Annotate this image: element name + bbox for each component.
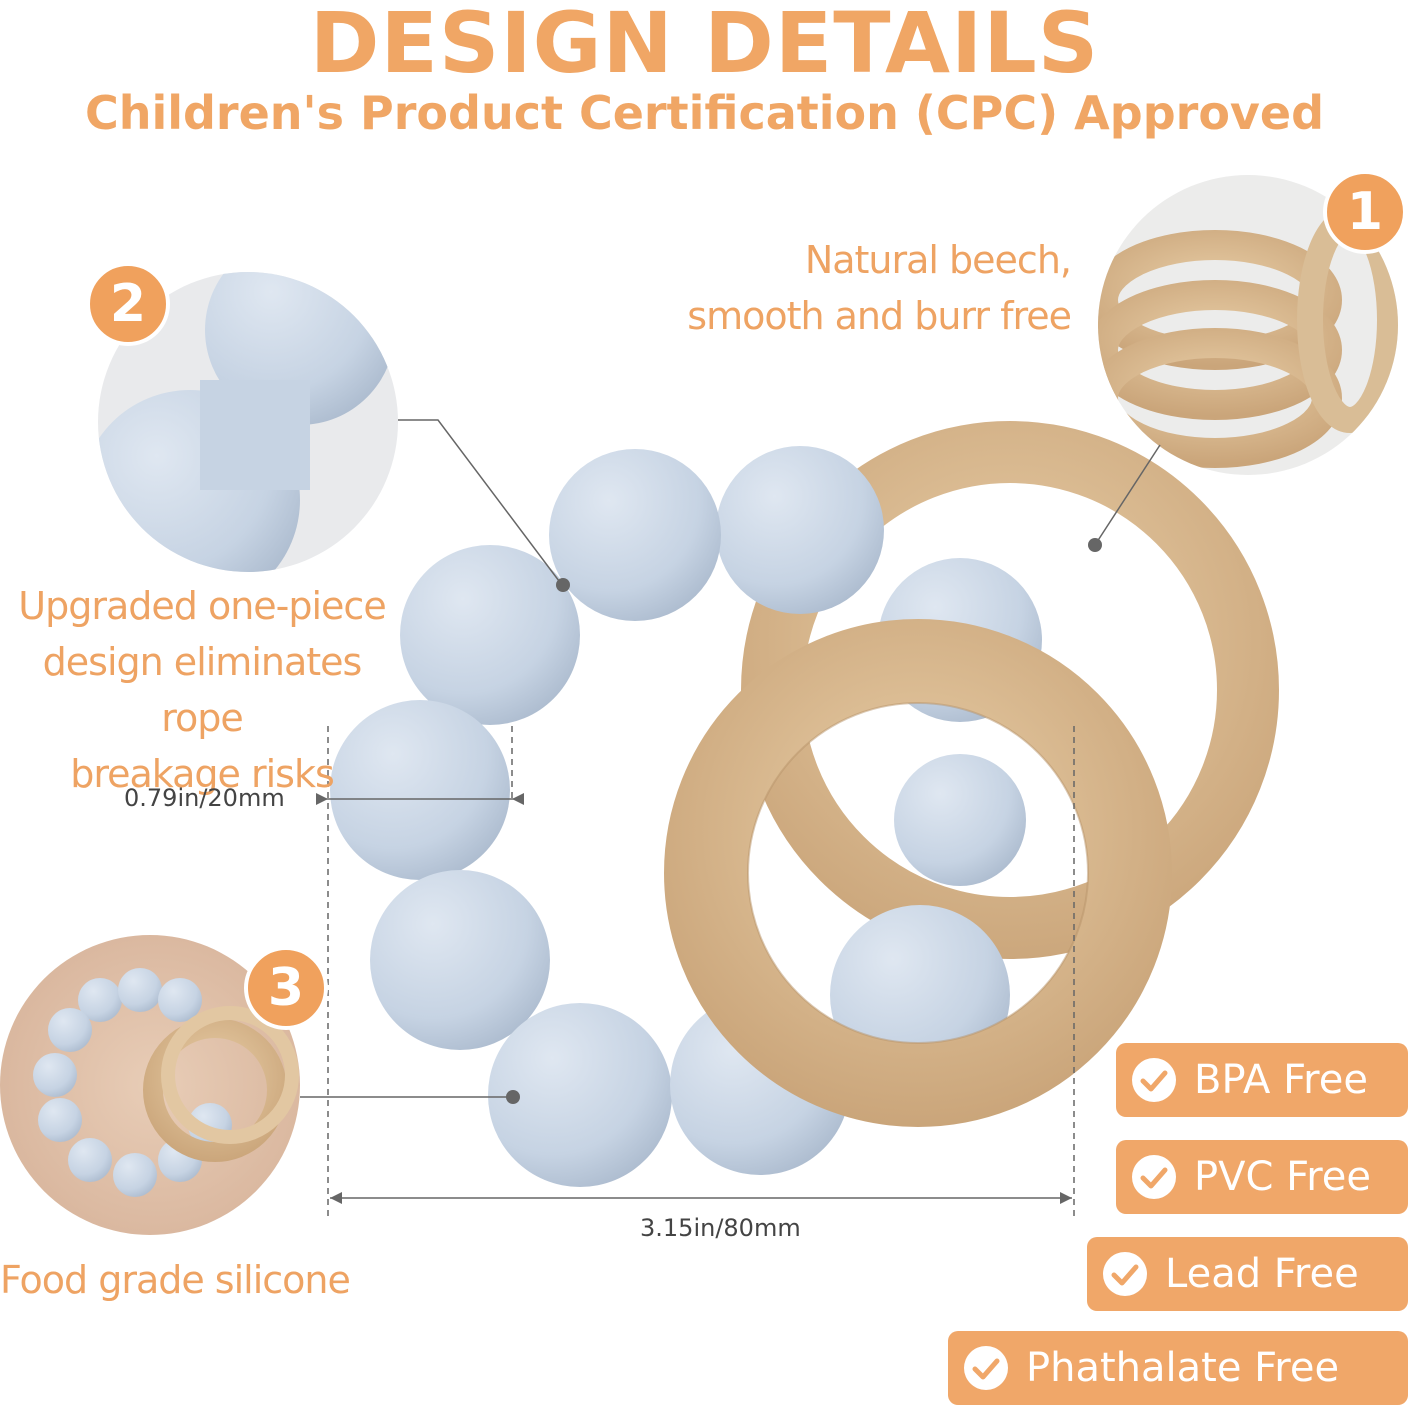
badge-pvc-free: PVC Free <box>1116 1140 1408 1214</box>
feature-2-line-1: Upgraded one-piece <box>18 584 386 628</box>
bead-width-label: 0.79in/20mm <box>124 784 285 812</box>
badge-label: BPA Free <box>1194 1057 1368 1103</box>
feature-2-line-2: design eliminates rope <box>42 640 363 740</box>
badge-label: PVC Free <box>1194 1154 1372 1200</box>
badge-label: Lead Free <box>1165 1251 1359 1297</box>
feature-text-3: Food grade silicone <box>0 1252 351 1308</box>
feature-text-1: Natural beech, smooth and burr free <box>687 232 1072 344</box>
badge-bpa-free: BPA Free <box>1116 1043 1408 1117</box>
leader-lines <box>300 419 1161 1098</box>
page-subtitle: Children's Product Certification (CPC) A… <box>84 86 1325 140</box>
feature-number-badge-2: 2 <box>86 262 170 346</box>
leader-dots <box>506 538 1102 1104</box>
check-circle-icon <box>1103 1252 1147 1296</box>
badge-lead-free: Lead Free <box>1087 1237 1408 1311</box>
check-circle-icon <box>1132 1155 1176 1199</box>
feature-number-badge-3: 3 <box>244 946 328 1030</box>
feature-1-line-1: Natural beech, <box>804 238 1072 282</box>
feature-1-line-2: smooth and burr free <box>687 294 1072 338</box>
check-circle-icon <box>964 1346 1008 1390</box>
badge-label: Phathalate Free <box>1026 1345 1340 1391</box>
badge-phathalate-free: Phathalate Free <box>948 1331 1408 1405</box>
wooden-ring-front <box>664 619 1172 1127</box>
feature-3-line-1: Food grade silicone <box>0 1258 351 1302</box>
detail-circle-teether <box>0 935 300 1235</box>
page-title: DESIGN DETAILS <box>309 0 1100 92</box>
feature-2-line-3: breakage risks <box>70 752 335 796</box>
feature-text-2: Upgraded one-piece design eliminates rop… <box>0 578 404 802</box>
overall-width-label: 3.15in/80mm <box>640 1214 801 1242</box>
feature-number-badge-1: 1 <box>1323 170 1407 254</box>
dimension-arrowheads <box>316 793 1072 1204</box>
check-circle-icon <box>1132 1058 1176 1102</box>
dimension-lines <box>318 726 1075 1218</box>
